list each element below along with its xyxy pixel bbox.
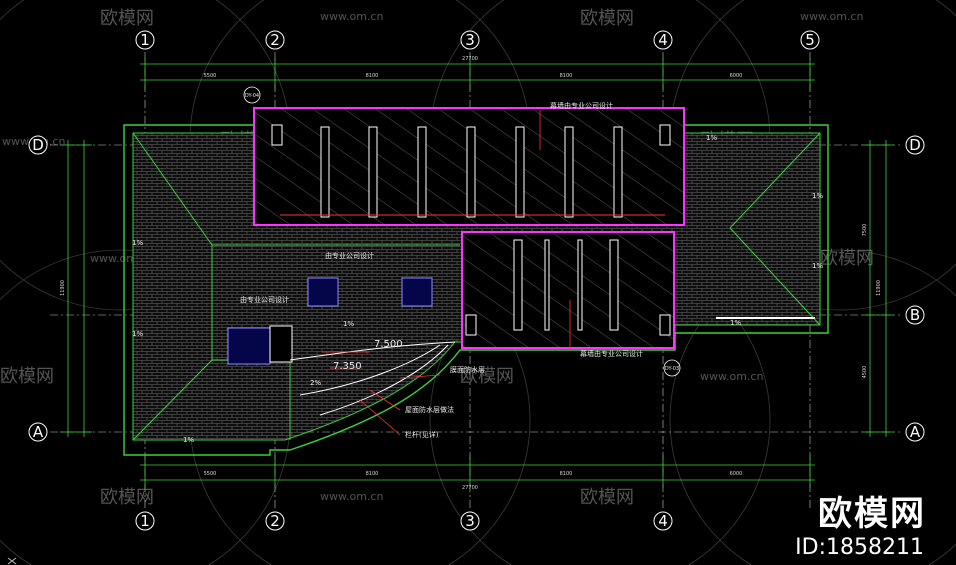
detail-tag-right: DY-03 (665, 366, 679, 372)
dim-bottom-total: 27700 (462, 485, 478, 491)
slope-labels: 1% 1% 1% 1% 1% 1% 1% 1% 2% (132, 134, 823, 444)
curve-line (289, 341, 456, 361)
dim-top-seg: 8100 (366, 73, 379, 79)
brand-title: 欧模网 (818, 494, 926, 534)
dim-top-seg: 6000 (730, 73, 743, 79)
detail-tag-circle (663, 359, 681, 377)
skylight-right-mullions (465, 239, 671, 336)
dim-right-total: 11900 (876, 280, 882, 296)
detail-tag-circle (243, 86, 261, 104)
note-curved-edge: 膜面防水层 (450, 365, 485, 374)
slope-label: 1% (812, 192, 823, 200)
grid-label-row: B (910, 306, 920, 324)
grid-label-col: 1 (140, 31, 150, 49)
grid-label-row: A (33, 423, 44, 441)
watermark-brand: 欧模网 (100, 487, 154, 508)
grid-label-col: 4 (658, 31, 668, 49)
dim-bottom-seg: 6000 (730, 471, 743, 477)
slope-label: 1% (132, 239, 143, 247)
grid-label-row: D (32, 136, 44, 154)
slope-label: 1% (183, 436, 194, 444)
dim-right-seg: 7500 (862, 224, 868, 237)
watermark-url: www.om.cn (700, 370, 763, 383)
detail-tag-top: DY-04 (245, 93, 259, 99)
dim-right-seg: 4500 (862, 366, 868, 379)
dim-top-total: 27700 (462, 56, 478, 62)
skylight-top-mullions (271, 124, 671, 218)
note-equipment-center: 由专业公司设计 (325, 251, 374, 260)
watermark-brand: 欧模网 (580, 8, 634, 29)
watermark-brand: 欧模网 (820, 248, 874, 269)
annotations: 幕墙由专业公司设计 幕墙由专业公司设计 由专业公司设计 由专业公司设计 膜面防水… (240, 101, 643, 439)
slope-label: 1% (132, 330, 143, 338)
note-equipment-left: 由专业公司设计 (240, 295, 289, 304)
slope-label: 1% (706, 134, 717, 142)
watermark-brand: 欧模网 (0, 366, 54, 387)
slope-label: 2% (310, 379, 321, 387)
leader-lines (322, 110, 571, 436)
grid-label-col: 5 (805, 31, 815, 49)
dim-left-total: 11900 (60, 280, 66, 296)
dim-top-seg: 8100 (560, 73, 573, 79)
watermark-brand: 欧模网 (460, 366, 514, 387)
grid-label-col: 3 (465, 31, 475, 49)
slope-label: 1% (730, 319, 741, 327)
note-skylight-top: 幕墙由专业公司设计 (550, 101, 613, 110)
grid-label-col: 2 (270, 31, 280, 49)
elevation-label: 7.500 (374, 339, 403, 350)
dim-bottom-seg: 5500 (204, 471, 217, 477)
dim-bottom-seg: 8100 (366, 471, 379, 477)
elevation-label: 7.350 (333, 361, 362, 372)
watermark-url: www.om.cn (800, 10, 863, 23)
grid-label-col: 3 (465, 512, 475, 530)
grid-label-col: 2 (270, 512, 280, 530)
dimension-lines (60, 58, 894, 488)
watermark-url: www.om.cn (320, 10, 383, 23)
dim-top-seg: 5500 (204, 73, 217, 79)
roof-outline-outer (123, 124, 829, 456)
note-waterproof: 屋面防水层做法 (405, 405, 454, 414)
dim-bottom-seg: 8100 (560, 471, 573, 477)
grid-label-row: D (909, 136, 921, 154)
watermark-brand: 欧模网 (580, 487, 634, 508)
dimension-texts: 27700 5500 8100 8100 6000 5500 8100 8100… (60, 56, 882, 491)
grid-label-col: 4 (658, 512, 668, 530)
brand-id: ID:1858211 (795, 535, 924, 560)
note-skylight-right: 幕墙由专业公司设计 (580, 349, 643, 358)
grid-label-col: 1 (140, 512, 150, 530)
note-railing: 栏杆(见详) (405, 430, 439, 439)
slope-label: 1% (812, 262, 823, 270)
curve-line (299, 344, 441, 396)
roof-hatch (269, 325, 293, 363)
watermark-brand: 欧模网 (100, 8, 154, 29)
slope-label: 1% (343, 320, 354, 328)
grid-label-row: A (910, 423, 921, 441)
grid-labels: 1 2 3 4 5 1 2 3 4 D A D B A (32, 31, 921, 530)
grid-bubbles (28, 30, 925, 531)
skylight-right (461, 231, 675, 349)
curve-line (319, 344, 449, 416)
watermark-url: www.om.cn (320, 490, 383, 503)
corner-mark (7, 557, 17, 565)
